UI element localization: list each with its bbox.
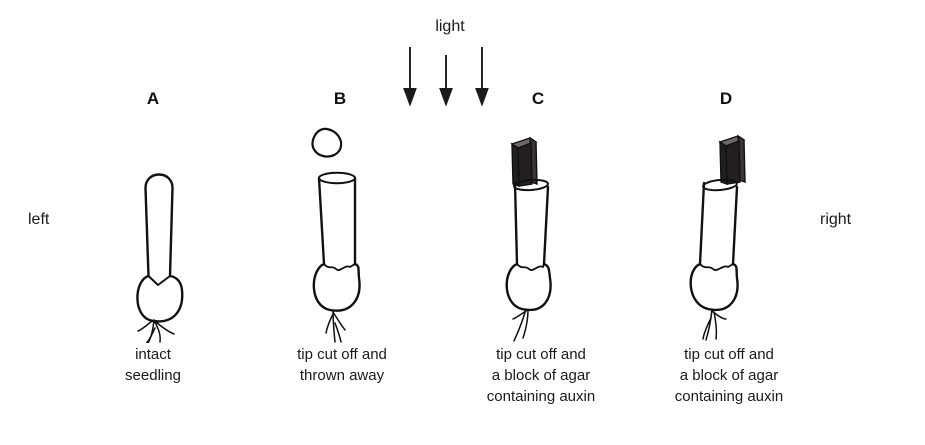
panel-letter-a: A [146, 89, 160, 108]
panel-letter-c: C [531, 89, 545, 108]
light-direction-arrows [403, 47, 489, 107]
seedling-d-drawing [689, 134, 746, 341]
agar-block-d [718, 134, 746, 185]
caption-panel-c: tip cut off and a block of agar containi… [486, 346, 596, 405]
seedling-a-drawing [136, 173, 184, 343]
severed-tip-b [311, 127, 343, 158]
panel-letter-d: D [719, 89, 733, 108]
caption-panel-a: intact seedling [125, 346, 181, 384]
caption-panel-b: tip cut off and thrown away [297, 346, 387, 384]
agar-block-c [510, 136, 538, 187]
light-label: light [435, 18, 465, 35]
seedling-b-drawing [312, 171, 361, 343]
seedling-c-drawing [505, 136, 552, 342]
panel-letter-b: B [333, 89, 347, 108]
caption-panel-d: tip cut off and a block of agar containi… [674, 346, 784, 405]
left-orientation-label: left [28, 211, 50, 228]
right-orientation-label: right [820, 211, 852, 228]
